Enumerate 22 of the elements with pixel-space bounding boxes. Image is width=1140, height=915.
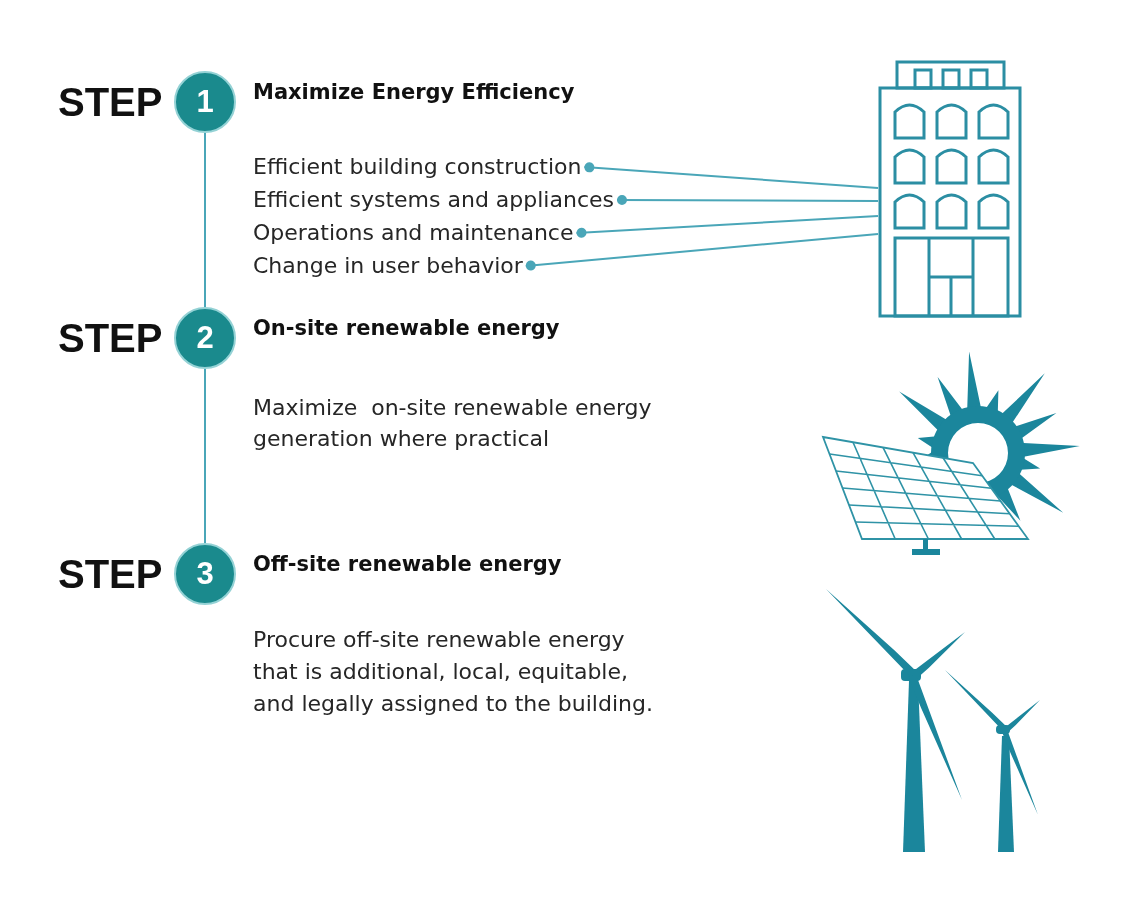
leader-line xyxy=(616,195,879,205)
step-label: STEP xyxy=(58,80,163,124)
leader-line xyxy=(583,162,879,189)
leader-label: Operations and maintenance xyxy=(253,218,574,248)
building-illustration xyxy=(878,60,1022,318)
step-number-circle: 3 xyxy=(174,543,236,605)
connector-line xyxy=(204,132,206,308)
step-label: STEP xyxy=(58,552,163,596)
step-heading: Off-site renewable energy xyxy=(253,551,562,578)
leader-label: Efficient systems and appliances xyxy=(253,185,614,215)
leader-label: Efficient building construction xyxy=(253,152,582,182)
step-number-circle: 2 xyxy=(174,307,236,369)
leader-line xyxy=(524,233,879,271)
leader-label: Change in user behavior xyxy=(253,251,523,281)
step-label: STEP xyxy=(58,316,163,360)
leader-line xyxy=(575,215,879,238)
step-description: Procure off-site renewable energy that is additional, local, equitable, and legally assigned to the building. xyxy=(253,626,654,718)
step-heading: Maximize Energy Efficiency xyxy=(253,79,575,106)
step-heading: On-site renewable energy xyxy=(253,315,560,342)
step-description: Maximize on-site renewable energy generation where practical xyxy=(253,394,653,453)
connector-line xyxy=(204,368,206,544)
step-number-circle: 1 xyxy=(174,71,236,133)
